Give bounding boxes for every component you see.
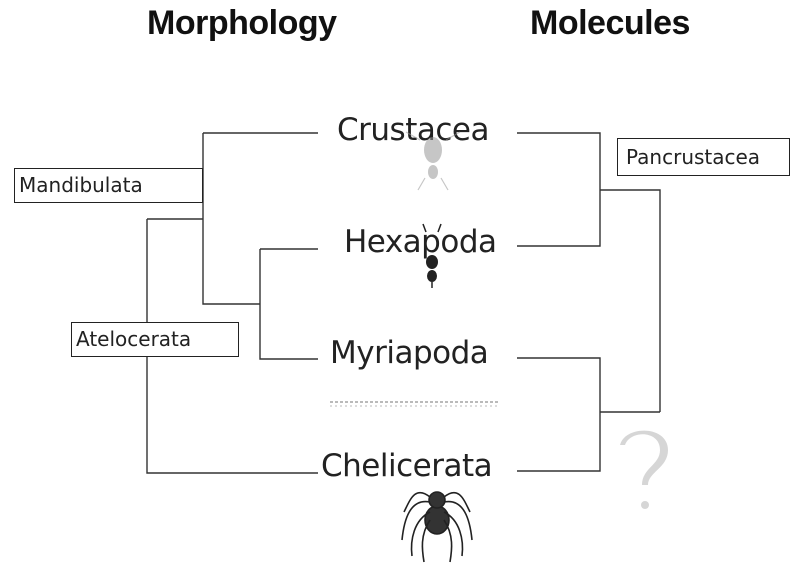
clade-box-mandibulata: Mandibulata <box>14 168 203 203</box>
taxon-chelicerata: Chelicerata <box>321 448 492 484</box>
taxon-crustacea: Crustacea <box>337 112 489 148</box>
morph-atelocerata-node <box>260 249 318 359</box>
mol-myriapoda-branch <box>517 358 600 471</box>
mol-pancrustacea-stem <box>600 190 660 412</box>
clade-box-atelocerata: Atelocerata <box>71 322 239 357</box>
clade-box-pancrustacea: Pancrustacea <box>617 138 790 176</box>
mol-crustacea-branch <box>517 133 600 246</box>
taxon-hexapoda: Hexapoda <box>344 224 497 260</box>
taxon-myriapoda: Myriapoda <box>330 335 488 371</box>
morph-mandibulata-stem <box>203 133 260 304</box>
